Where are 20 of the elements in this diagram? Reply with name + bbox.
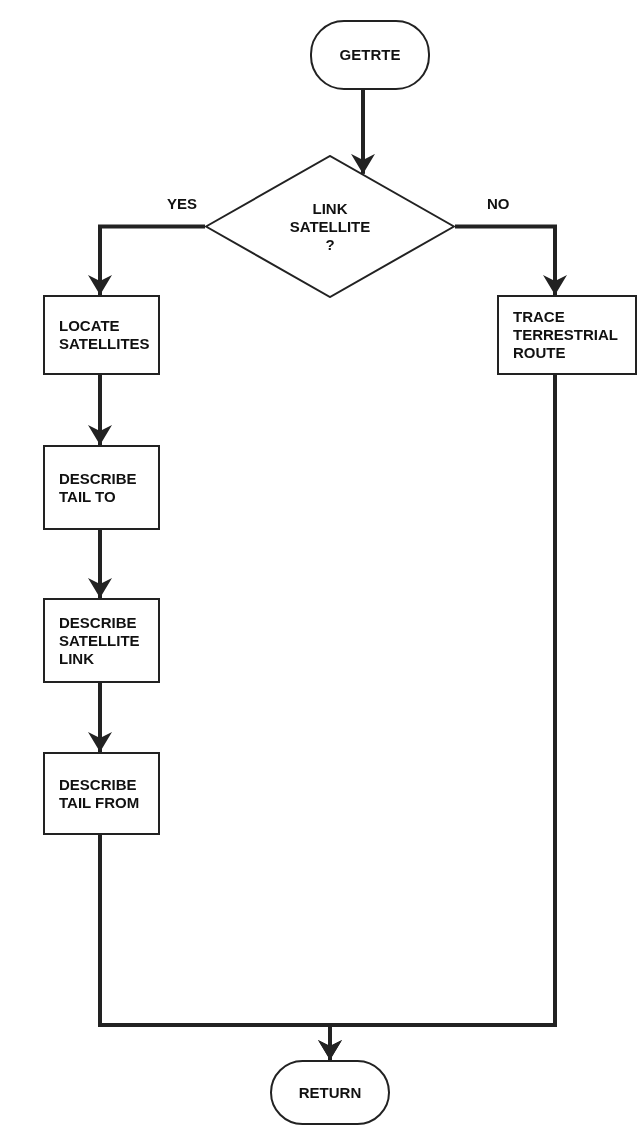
arrow	[88, 375, 112, 445]
node-label: DESCRIBE TAIL TO	[59, 469, 138, 506]
node-label: DESCRIBE TAIL FROM	[59, 775, 141, 812]
process-box	[43, 598, 160, 683]
node-label: GETRTE	[339, 46, 401, 64]
arrow	[455, 224, 567, 295]
arrow	[318, 375, 557, 1060]
node-label: RETURN	[298, 1083, 362, 1102]
node-label: LOCATE SATELLITES	[59, 317, 151, 353]
arrow	[88, 683, 112, 752]
process-box	[43, 752, 160, 835]
node-label: TRACE TERRESTRIAL ROUTE	[513, 308, 619, 362]
node-label: LINK SATELLITE ?	[288, 199, 372, 254]
process-box	[497, 295, 637, 375]
arrow	[88, 530, 112, 598]
node-label: DESCRIBE SATELLITE LINK	[59, 613, 141, 668]
arrow	[351, 90, 375, 174]
arrow	[88, 224, 205, 295]
process-box	[43, 295, 160, 375]
process-box	[43, 445, 160, 530]
